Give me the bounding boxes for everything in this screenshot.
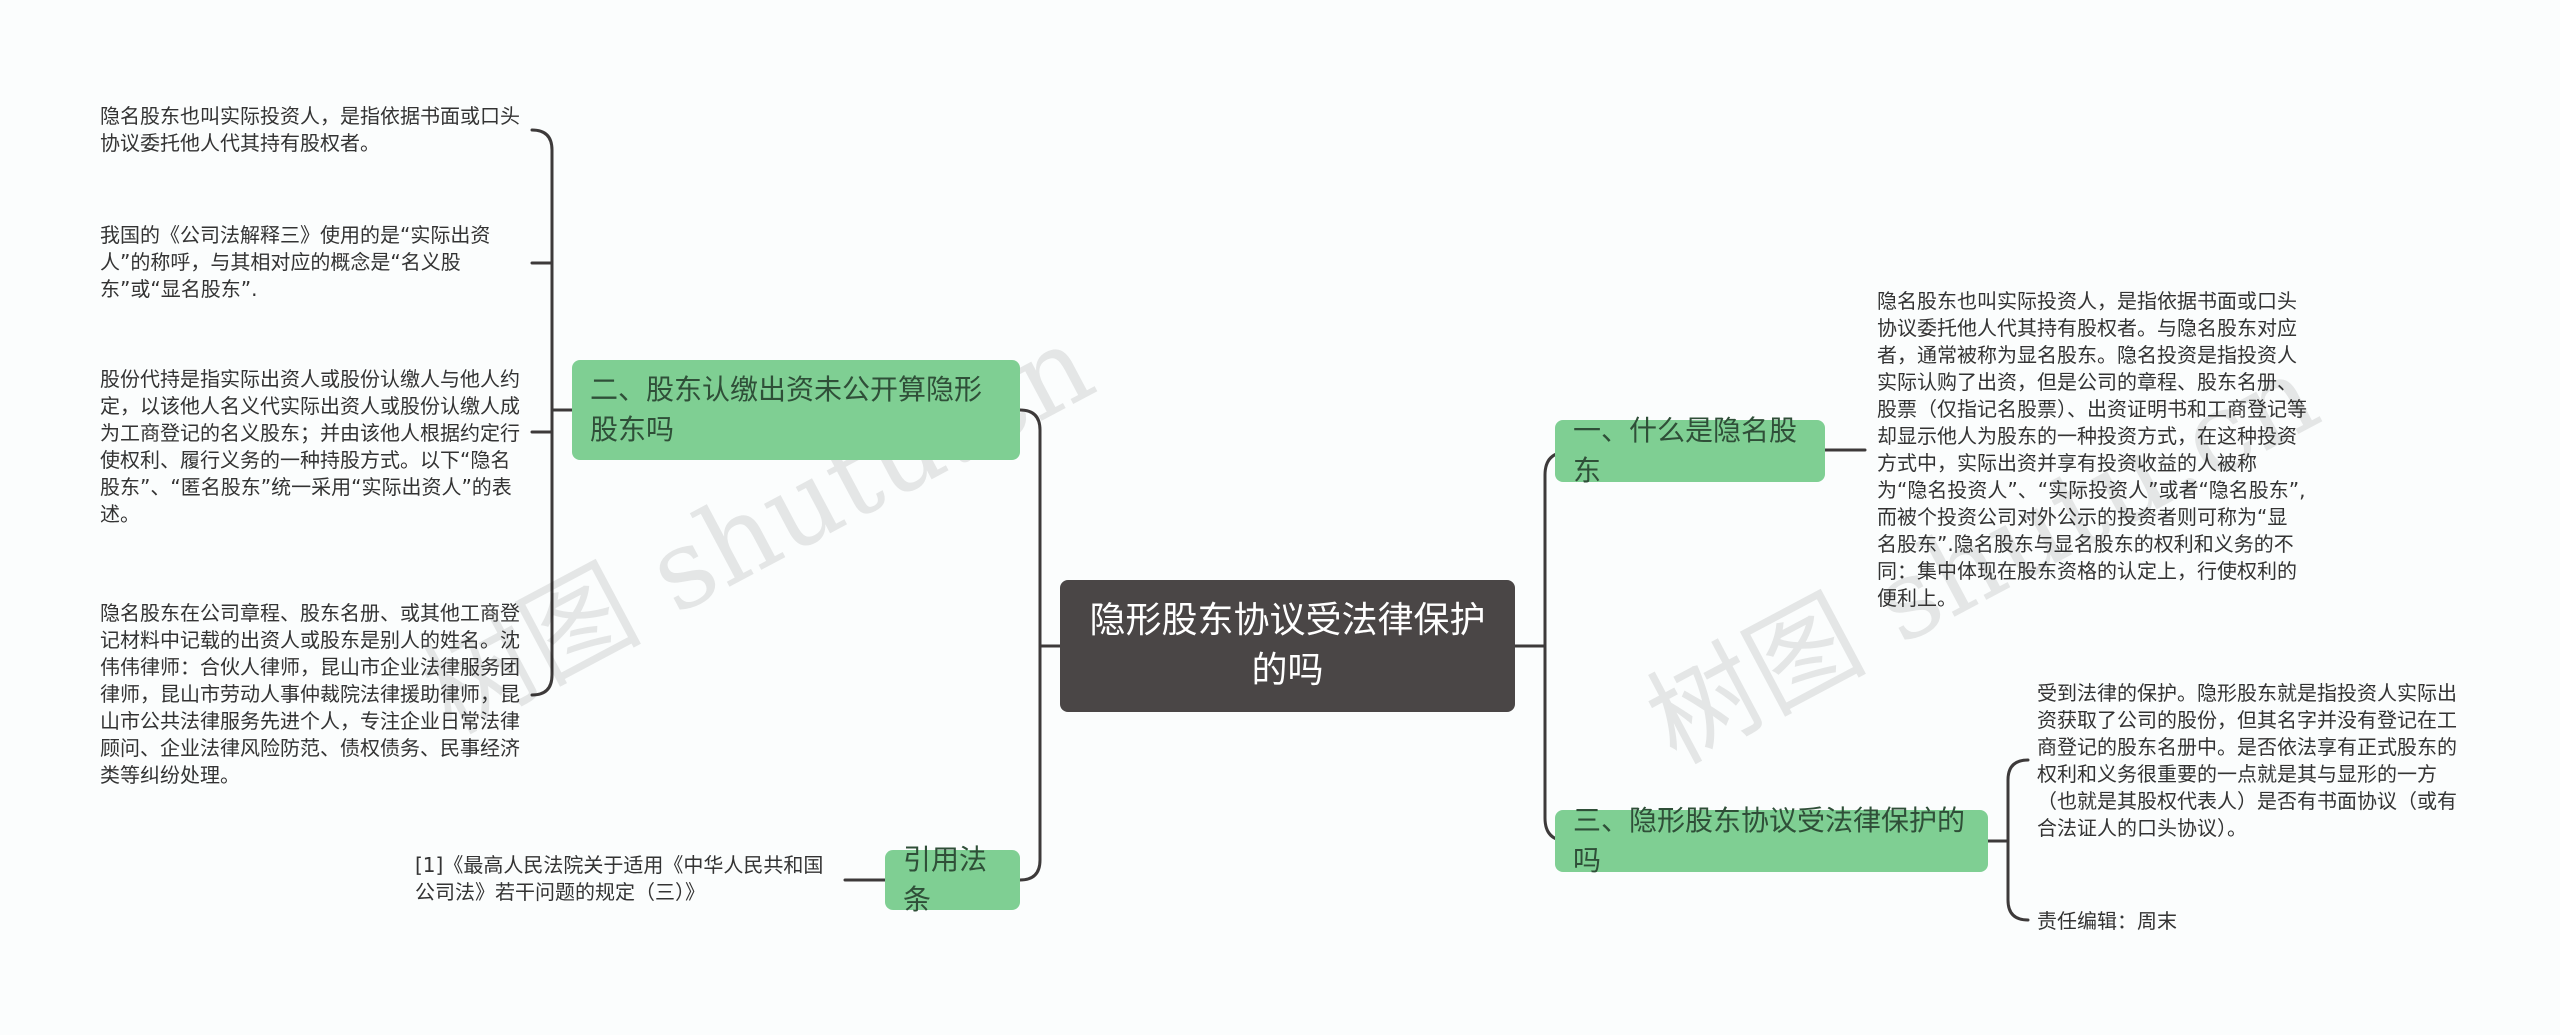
- branch-what-is-hidden-shareholder[interactable]: 一、什么是隐名股东: [1555, 414, 1825, 487]
- connector-b2-leaves: [530, 128, 554, 697]
- connector-b3-leaves: [2006, 758, 2030, 922]
- branch-subscribed-not-public[interactable]: 二、股东认缴出资未公开算隐形股东吗: [572, 360, 1020, 460]
- leaf-registration-lawyer: 隐名股东在公司章程、股东名册、或其他工商登记材料中记载的出资人或股东是别人的姓名…: [100, 601, 520, 787]
- leaf-company-law-term: 我国的《公司法解释三》使用的是“实际出资人”的称呼，与其相对应的概念是“名义股东…: [100, 223, 491, 301]
- leaf-definition: 隐名股东也叫实际投资人，是指依据书面或口头协议委托他人代其持有股权者。: [100, 104, 520, 155]
- branch-label: 引用法条: [903, 843, 988, 916]
- branch-label: 一、什么是隐名股东: [1573, 414, 1798, 487]
- branch-cited-law[interactable]: 引用法条: [885, 843, 1020, 916]
- leaf-law-protection: 受到法律的保护。隐形股东就是指投资人实际出资获取了公司的股份，但其名字并没有登记…: [2037, 681, 2457, 840]
- branch-label: 三、隐形股东协议受法律保护的吗: [1573, 804, 1966, 877]
- leaf-editor: 责任编辑：周末: [2037, 909, 2177, 933]
- leaf-cited-regulation: [1]《最高人民法院关于适用《中华人民共和国公司法》若干问题的规定（三）》: [415, 853, 824, 904]
- leaf-hidden-shareholder-definition: 隐名股东也叫实际投资人，是指依据书面或口头协议委托他人代其持有股权者。与隐名股东…: [1877, 289, 2307, 610]
- root-topic[interactable]: 隐形股东协议受法律保护的吗: [1060, 580, 1515, 712]
- branch-protected-by-law[interactable]: 三、隐形股东协议受法律保护的吗: [1555, 804, 1988, 877]
- connector-right-trunk: [1543, 450, 1570, 843]
- root-topic-label: 隐形股东协议受法律保护的吗: [1089, 600, 1486, 691]
- connector-left-trunk: [1018, 408, 1042, 882]
- branch-label: 二、股东认缴出资未公开算隐形股东吗: [590, 373, 983, 446]
- leaf-share-nominee: 股份代持是指实际出资人或股份认缴人与他人约定，以该他人名义代实际出资人或股份认缴…: [100, 367, 520, 526]
